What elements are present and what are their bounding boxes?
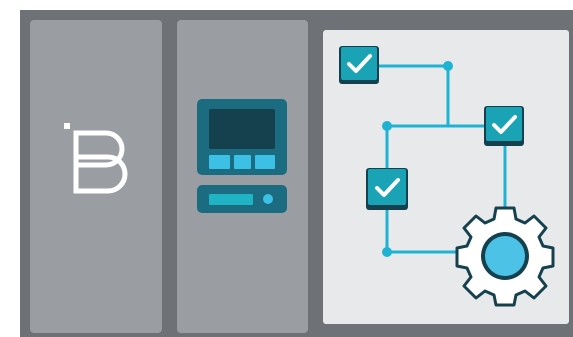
check-box-icon: [366, 168, 408, 210]
check-box-icon: [484, 106, 524, 146]
b-logo-icon: [64, 123, 128, 194]
control-device-icon: [197, 99, 287, 213]
middle-panel: [177, 20, 308, 333]
gear-icon: [455, 206, 555, 307]
left-panel: [30, 20, 162, 333]
workflow-diagram-icon: [339, 46, 555, 307]
check-box-icon: [339, 46, 379, 84]
